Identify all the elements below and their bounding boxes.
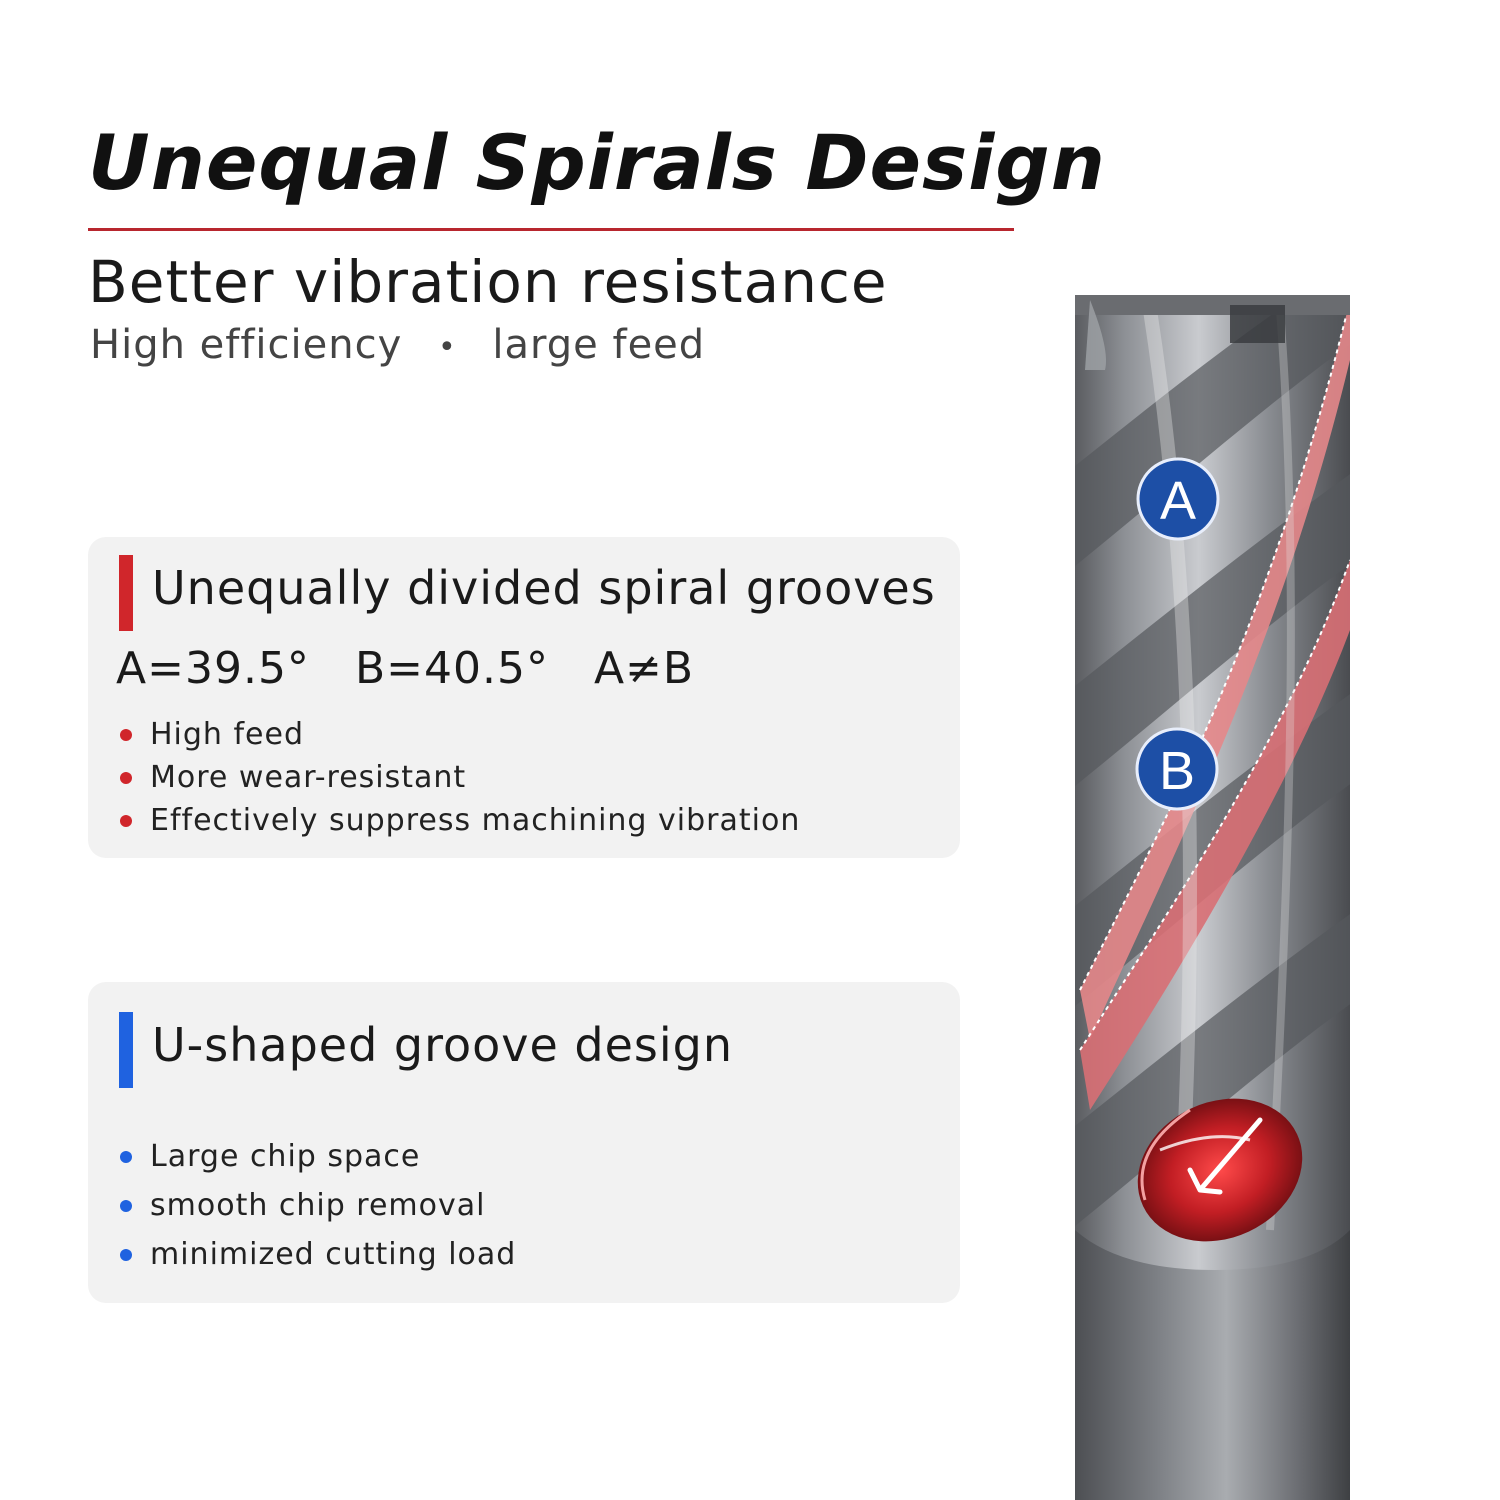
blue-dot-icon bbox=[120, 1199, 132, 1212]
angle-formula: A=39.5° B=40.5° A≠B bbox=[116, 643, 724, 694]
tagline-right: large feed bbox=[492, 322, 706, 368]
tagline: High efficiency • large feed bbox=[90, 322, 705, 368]
end-mill-illustration: A B bbox=[1075, 295, 1350, 1500]
card-heading: U-shaped groove design bbox=[152, 1018, 734, 1072]
feature-list: Large chip space smooth chip removal min… bbox=[118, 1132, 516, 1279]
card-heading: Unequally divided spiral grooves bbox=[152, 561, 936, 615]
blue-dot-icon bbox=[120, 1248, 132, 1261]
list-item-text: minimized cutting load bbox=[150, 1237, 517, 1272]
list-item-text: Effectively suppress machining vibration bbox=[150, 803, 801, 838]
list-item: Large chip space bbox=[118, 1132, 516, 1181]
tagline-separator-dot: • bbox=[437, 329, 457, 365]
blue-dot-icon bbox=[120, 1150, 132, 1163]
red-marker-bar-icon bbox=[119, 555, 133, 631]
list-item: minimized cutting load bbox=[118, 1230, 516, 1279]
list-item: smooth chip removal bbox=[118, 1181, 516, 1230]
label-b-text: B bbox=[1159, 741, 1195, 801]
angle-b-value: B=40.5° bbox=[354, 643, 549, 694]
angle-inequality: A≠B bbox=[593, 643, 695, 694]
spiral-highlight-a bbox=[1080, 300, 1350, 1040]
tagline-left: High efficiency bbox=[90, 322, 403, 368]
blue-marker-bar-icon bbox=[119, 1012, 133, 1088]
page-title: Unequal Spirals Design bbox=[88, 118, 1106, 207]
label-a-badge: A bbox=[1136, 457, 1220, 541]
red-dot-icon bbox=[120, 771, 132, 784]
feature-list: High feed More wear-resistant Effectivel… bbox=[118, 713, 800, 842]
angle-a-value: A=39.5° bbox=[116, 643, 310, 694]
title-underline bbox=[88, 228, 1014, 231]
label-b-badge: B bbox=[1135, 727, 1219, 811]
list-item-text: More wear-resistant bbox=[150, 760, 467, 795]
list-item-text: Large chip space bbox=[150, 1139, 421, 1174]
list-item-text: smooth chip removal bbox=[150, 1188, 486, 1223]
page-subtitle: Better vibration resistance bbox=[88, 248, 888, 316]
list-item: More wear-resistant bbox=[118, 756, 800, 799]
spiral-highlight-b bbox=[1080, 560, 1350, 1110]
chip-flow-arrow-icon bbox=[1187, 1117, 1263, 1195]
red-dot-icon bbox=[120, 728, 132, 741]
list-item-text: High feed bbox=[150, 717, 305, 752]
list-item: High feed bbox=[118, 713, 800, 756]
feature-card-spiral-grooves: Unequally divided spiral grooves A=39.5°… bbox=[88, 537, 960, 858]
red-dot-icon bbox=[120, 814, 132, 827]
list-item: Effectively suppress machining vibration bbox=[118, 799, 800, 842]
label-a-text: A bbox=[1160, 471, 1196, 531]
feature-card-u-groove: U-shaped groove design Large chip space … bbox=[88, 982, 960, 1303]
